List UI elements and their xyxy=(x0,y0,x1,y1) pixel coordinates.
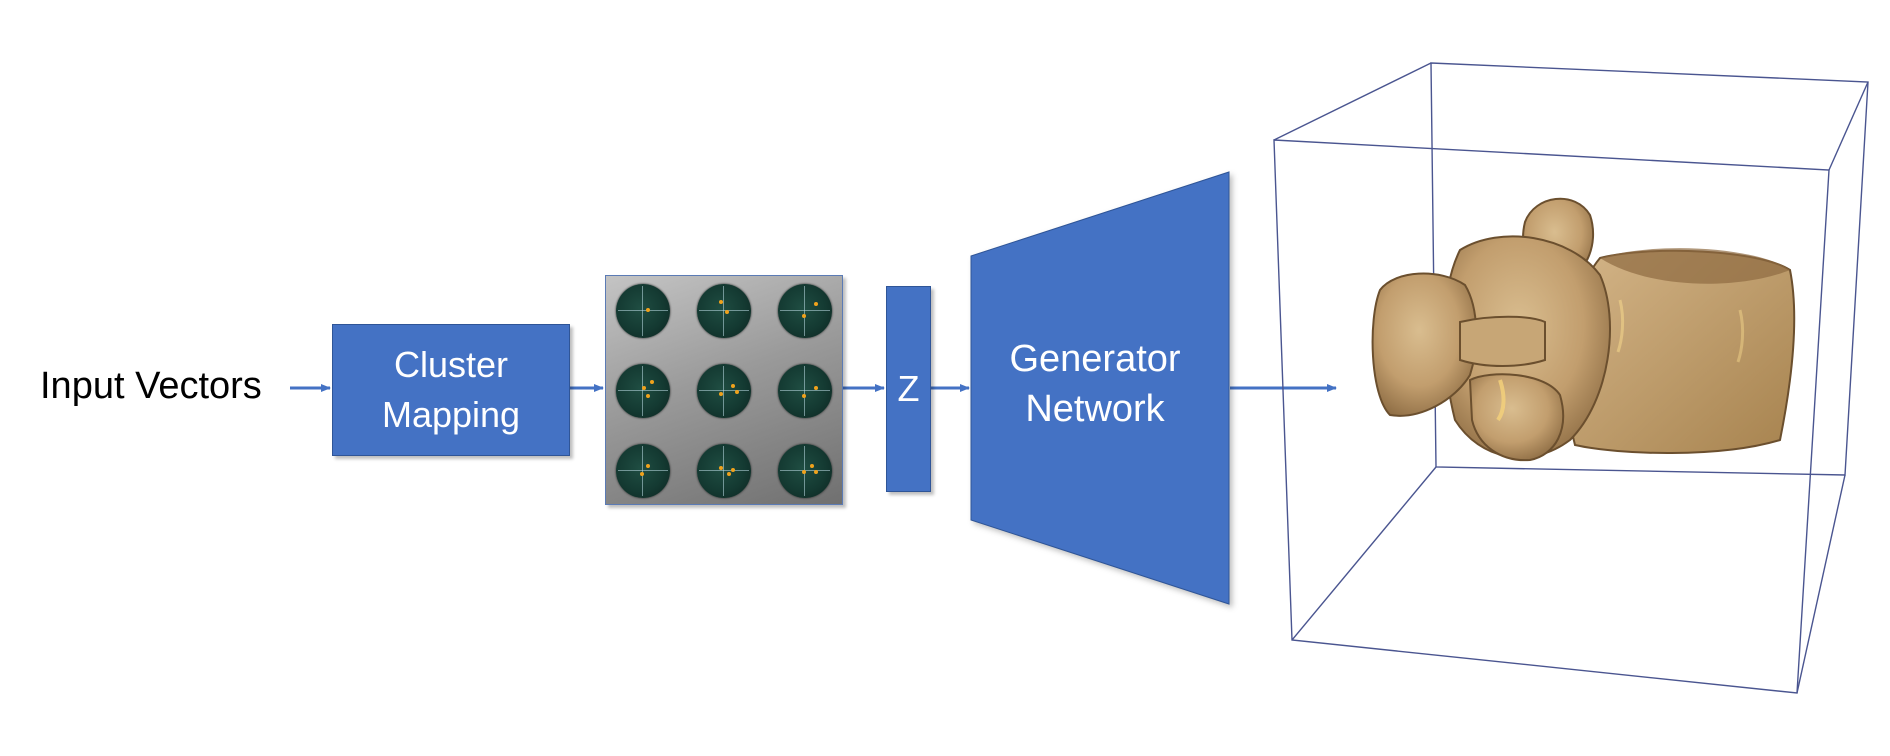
cluster-thumbnail xyxy=(778,364,832,418)
cluster-thumbnail xyxy=(778,284,832,338)
latent-z-box: Z xyxy=(886,286,931,492)
cluster-point xyxy=(735,390,739,394)
generator-label-line2: Network xyxy=(1025,388,1165,430)
cluster-point xyxy=(810,464,814,468)
generator-label: Generator Network xyxy=(975,334,1215,434)
cluster-point xyxy=(814,386,818,390)
cluster-point xyxy=(640,472,644,476)
cluster-thumbnail xyxy=(697,364,751,418)
generator-network-shape xyxy=(970,171,1230,605)
cluster-point xyxy=(802,314,806,318)
cluster-thumbnail xyxy=(616,444,670,498)
vertebra-render xyxy=(1371,197,1796,462)
input-vectors-label: Input Vectors xyxy=(40,365,262,407)
cluster-thumbnail xyxy=(616,284,670,338)
cluster-thumbnail xyxy=(778,444,832,498)
cluster-point xyxy=(814,470,818,474)
cluster-point xyxy=(646,308,650,312)
cluster-label-line1: Cluster xyxy=(393,344,509,385)
cluster-point xyxy=(727,472,731,476)
cluster-point xyxy=(719,466,723,470)
generator-label-line1: Generator xyxy=(1009,338,1181,380)
cluster-point xyxy=(814,302,818,306)
cluster-point xyxy=(731,468,735,472)
cluster-point xyxy=(646,394,650,398)
cluster-point xyxy=(719,392,723,396)
cluster-label-line2: Mapping xyxy=(381,394,521,435)
cluster-point xyxy=(725,310,729,314)
z-label: Z xyxy=(897,368,920,409)
cluster-point xyxy=(642,386,646,390)
cluster-point xyxy=(650,380,654,384)
cluster-thumbnail xyxy=(697,444,751,498)
cluster-point xyxy=(731,384,735,388)
cluster-point xyxy=(802,470,806,474)
cluster-mapping-box: Cluster Mapping xyxy=(332,324,570,456)
cluster-point xyxy=(802,394,806,398)
cluster-point xyxy=(719,300,723,304)
cluster-grid-panel xyxy=(605,275,843,505)
cluster-thumbnail xyxy=(616,364,670,418)
cluster-thumbnail xyxy=(697,284,751,338)
cluster-point xyxy=(646,464,650,468)
